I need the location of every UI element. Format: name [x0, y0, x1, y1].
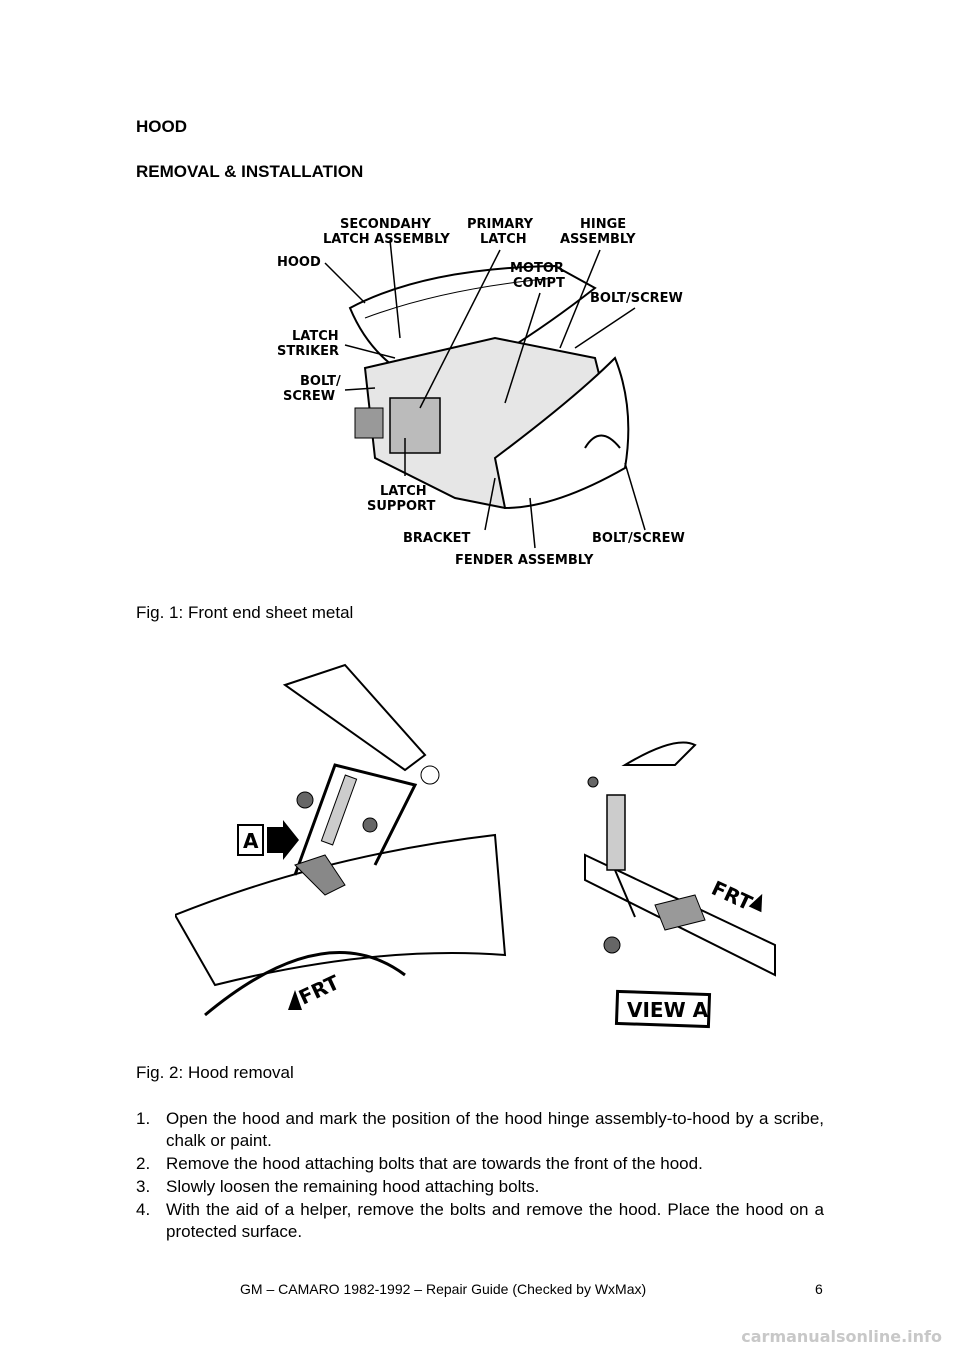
step-text: Slowly loosen the remaining hood attachi…: [166, 1177, 540, 1196]
bolt-icon: [587, 776, 599, 788]
view-a-marker-label: A: [243, 829, 259, 853]
section-subheading: REMOVAL & INSTALLATION: [136, 162, 364, 181]
front-arrow-icon: [288, 990, 302, 1010]
hood-bracket-view-a: [621, 741, 697, 766]
label-latch-striker-1: LATCH: [292, 329, 339, 344]
label-secondary-latch-2: LATCH ASSEMBLY: [323, 232, 450, 247]
front-end-diagram: SECONDAHY LATCH ASSEMBLY PRIMARY LATCH H…: [277, 217, 685, 568]
bolt-icon: [296, 791, 314, 809]
fender-panel: [175, 833, 507, 987]
bolt-icon: [362, 817, 378, 833]
strut-rod: [614, 869, 636, 918]
frt-label-right: FRT: [708, 876, 756, 916]
gas-strut-view-a: [606, 794, 626, 871]
hinge-bracket: [294, 854, 346, 896]
label-secondary-latch-1: SECONDAHY: [340, 217, 431, 232]
figure-hood-removal: A FRT FRT VIEW A: [175, 655, 785, 1040]
fender-arch: [204, 951, 406, 1017]
fender-shape: [493, 356, 630, 510]
page-heading: HOOD: [136, 117, 187, 136]
figure2-caption: Fig. 2: Hood removal: [136, 1063, 294, 1082]
step-text: With the aid of a helper, remove the bol…: [166, 1200, 824, 1241]
label-bolt-screw-top: BOLT/SCREW: [590, 291, 683, 306]
lower-mount: [654, 894, 706, 931]
view-a-marker-box: [237, 824, 264, 856]
label-latch-striker-2: STRIKER: [277, 344, 339, 359]
front-arrow-icon: [748, 893, 763, 913]
watermark: carmanualsonline.info: [741, 1327, 942, 1346]
label-latch-support-1: LATCH: [380, 484, 427, 499]
wheel-arch: [584, 434, 621, 449]
bolt-icon: [603, 936, 621, 954]
label-hood: HOOD: [277, 255, 321, 270]
label-fender: FENDER ASSEMBLY: [455, 553, 594, 568]
headlamp-area: [354, 407, 384, 439]
page-number: 6: [815, 1281, 823, 1297]
step-number: 3.: [136, 1177, 151, 1196]
hood-edge: [282, 663, 427, 772]
step-number: 2.: [136, 1154, 151, 1173]
gas-strut: [320, 774, 358, 846]
label-bolt-screw-left-1: BOLT/: [300, 374, 341, 389]
procedure-steps: 1. Open the hood and mark the position of…: [136, 1108, 824, 1244]
label-bolt-screw-bottom: BOLT/SCREW: [592, 531, 685, 546]
page-footer: GM – CAMARO 1982-1992 – Repair Guide (Ch…: [240, 1281, 647, 1297]
view-a-label: VIEW A: [627, 998, 709, 1022]
figure1-caption: Fig. 1: Front end sheet metal: [136, 603, 354, 622]
step-number: 1.: [136, 1109, 151, 1128]
arrow-right-icon: [267, 820, 299, 860]
hinge-assembly: [293, 763, 418, 876]
step-item: 1. Open the hood and mark the position of…: [136, 1108, 824, 1152]
label-motor-2: COMPT: [513, 276, 565, 291]
label-primary-latch-2: LATCH: [480, 232, 527, 247]
label-hinge-1: HINGE: [580, 217, 626, 232]
step-item: 2. Remove the hood attaching bolts that a…: [136, 1153, 824, 1175]
step-text: Remove the hood attaching bolts that are…: [166, 1154, 703, 1173]
frt-label-left: FRT: [295, 970, 343, 1010]
label-latch-support-2: SUPPORT: [367, 499, 435, 514]
label-hinge-2: ASSEMBLY: [560, 232, 636, 247]
radiator-support: [389, 397, 441, 454]
step-item: 4. With the aid of a helper, remove the b…: [136, 1199, 824, 1243]
hood-line: [364, 277, 556, 319]
label-bolt-screw-left-2: SCREW: [283, 389, 335, 404]
label-motor-1: MOTOR: [510, 261, 564, 276]
step-text: Open the hood and mark the position of t…: [166, 1109, 824, 1150]
grommet-icon: [420, 765, 440, 785]
hood-removal-diagram: A FRT FRT VIEW A: [175, 663, 776, 1029]
label-bracket: BRACKET: [403, 531, 470, 546]
step-number: 4.: [136, 1200, 151, 1219]
view-a-box: [614, 989, 712, 1029]
label-primary-latch-1: PRIMARY: [467, 217, 534, 232]
figure-front-end-sheet-metal: SECONDAHY LATCH ASSEMBLY PRIMARY LATCH H…: [255, 208, 745, 580]
step-item: 3. Slowly loosen the remaining hood attac…: [136, 1176, 824, 1198]
